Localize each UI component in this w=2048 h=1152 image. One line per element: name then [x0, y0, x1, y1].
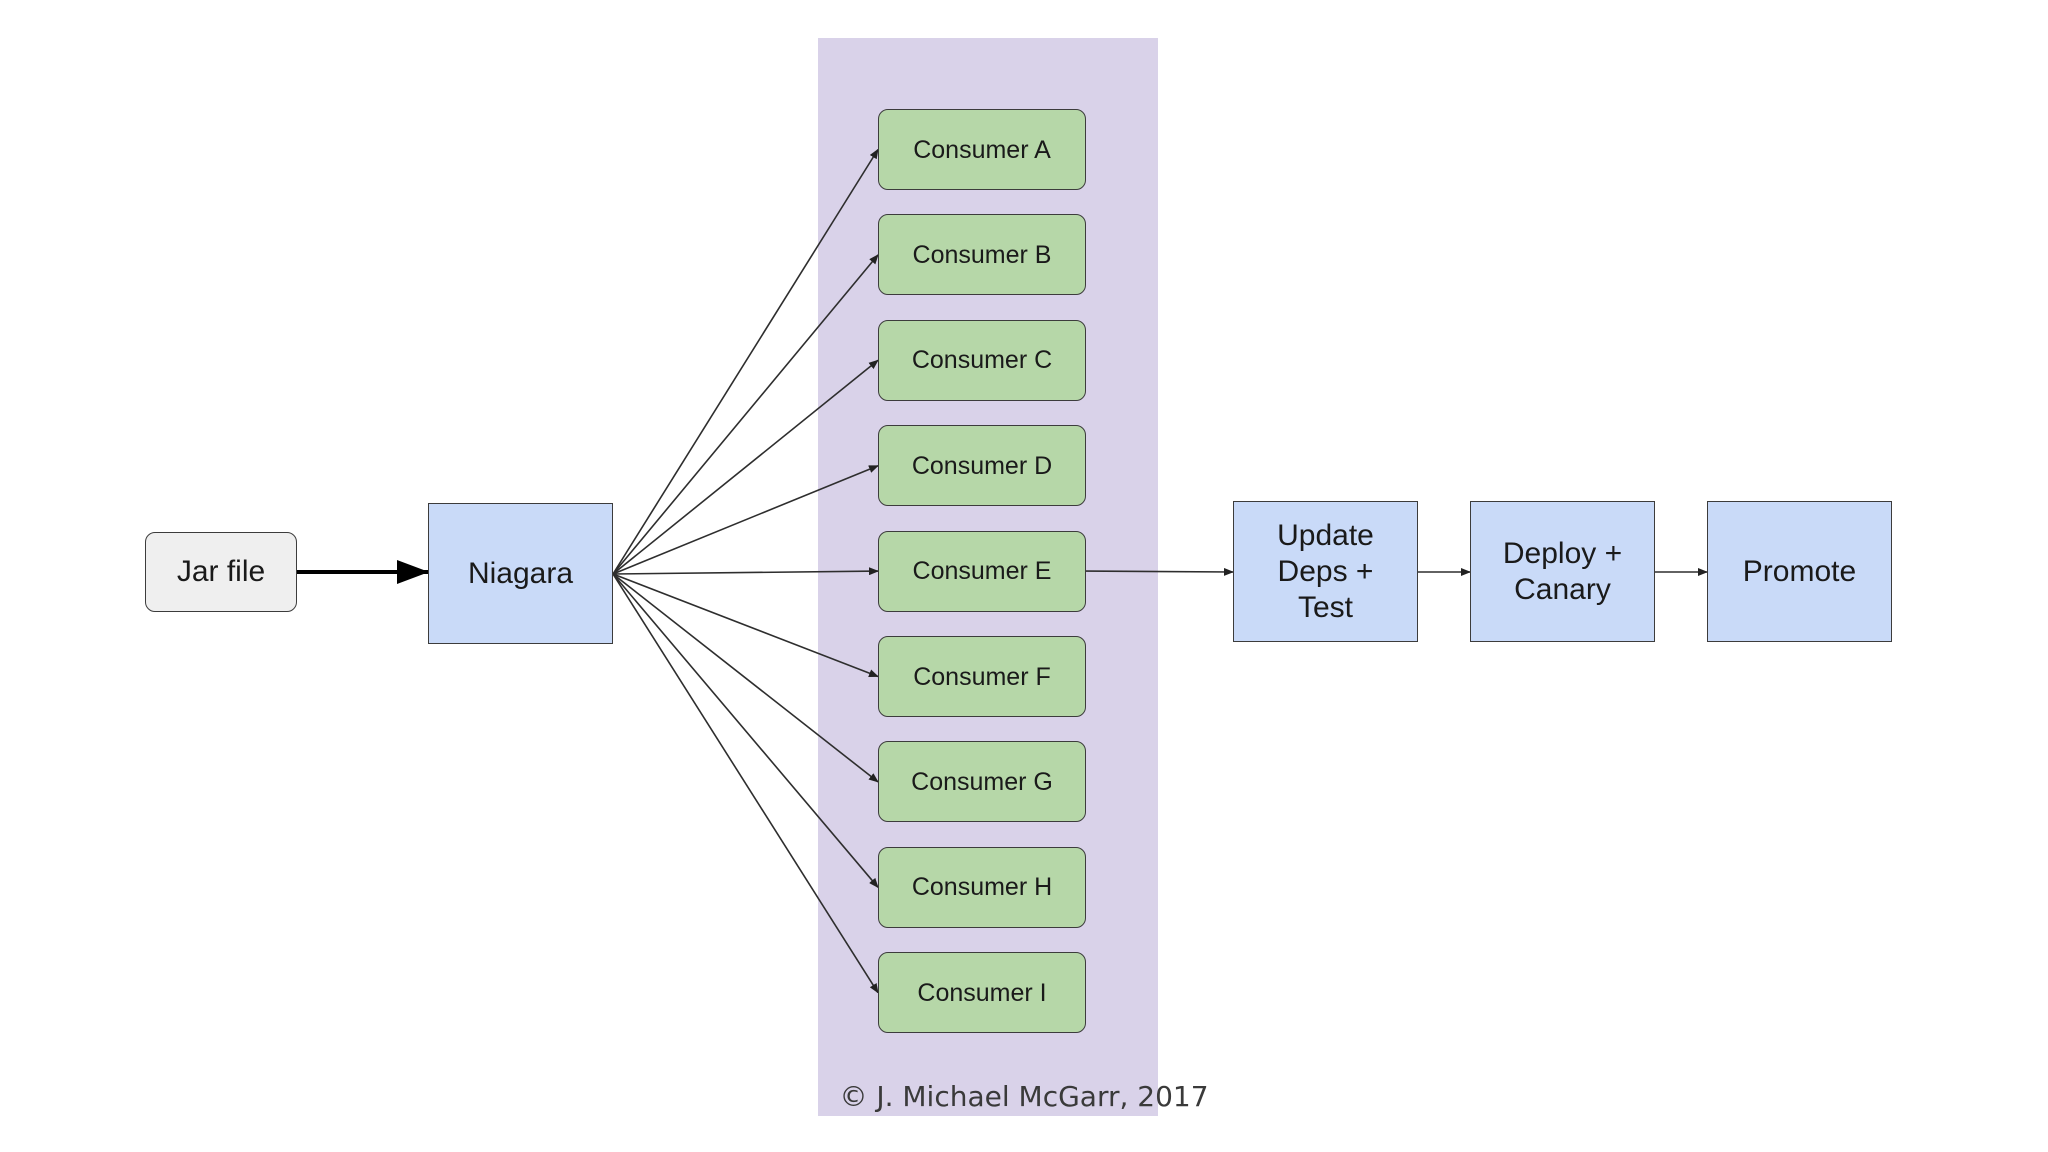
edge-niagara-to-consumer: [612, 464, 879, 575]
edge-niagara-to-consumer: [612, 254, 879, 575]
consumer-node: Consumer A: [878, 109, 1086, 190]
update-deps-test-node: Update Deps + Test: [1233, 501, 1418, 642]
edge-niagara-to-consumer: [612, 567, 879, 576]
copyright-text: © J. Michael McGarr, 2017: [839, 1080, 1209, 1113]
edge-niagara-to-consumer: [612, 573, 879, 994]
consumer-node: Consumer D: [878, 425, 1086, 507]
edge-niagara-to-consumer: [612, 573, 879, 783]
deploy-canary-node: Deploy + Canary: [1470, 501, 1655, 642]
consumer-node: Consumer C: [878, 319, 1086, 401]
consumer-node: Consumer G: [878, 741, 1086, 823]
edge-niagara-to-consumer: [612, 573, 879, 678]
consumer-node: Consumer I: [878, 952, 1086, 1034]
consumer-node: Consumer B: [878, 214, 1086, 296]
edge-niagara-to-consumer: [612, 573, 879, 889]
consumer-node: Consumer F: [878, 636, 1086, 717]
edge-niagara-to-consumer: [612, 359, 879, 575]
edge-consumer-e-to-update: [1085, 567, 1234, 576]
consumer-node: Consumer H: [878, 846, 1086, 928]
niagara-node: Niagara: [428, 503, 613, 644]
jar-file-node: Jar file: [145, 532, 297, 612]
edge-niagara-to-consumer: [612, 148, 879, 575]
consumer-node: Consumer E: [878, 530, 1086, 612]
promote-node: Promote: [1707, 501, 1892, 642]
